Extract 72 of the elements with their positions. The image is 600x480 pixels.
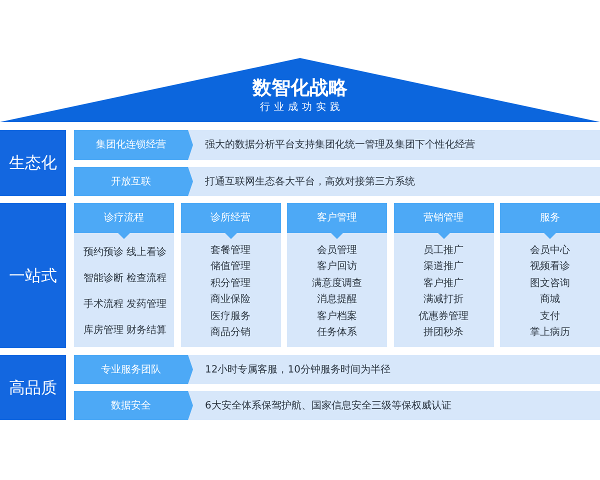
feature-item: 库房管理	[84, 324, 124, 336]
feature-item: 财务结算	[126, 324, 166, 336]
feature-item: 储值管理	[210, 260, 250, 274]
description-band	[74, 391, 600, 420]
feature-item: 智能诊断	[84, 272, 124, 284]
feature-tag	[74, 355, 193, 384]
feature-tag	[74, 167, 193, 196]
feature-tag	[74, 391, 193, 420]
feature-label: 集团化连锁经营	[96, 138, 166, 152]
feature-item: 员工推广	[424, 244, 464, 258]
feature-item: 发药管理	[126, 298, 166, 310]
feature-item: 优惠券管理	[418, 310, 468, 324]
column-header	[180, 203, 280, 239]
pillar-block	[0, 355, 66, 420]
feature-item: 预约预诊	[84, 246, 124, 258]
feature-item: 医疗服务	[210, 310, 250, 324]
feature-item: 满减打折	[424, 292, 464, 308]
column-header	[500, 203, 600, 239]
description-text: 12小时专属客服，10分钟服务时间为半径	[205, 363, 390, 376]
module-card	[500, 203, 600, 347]
module-card	[394, 203, 494, 347]
feature-item: 商城	[540, 292, 560, 308]
pillar-label: 高品质	[9, 378, 57, 398]
column-heading: 客户管理	[317, 212, 357, 224]
feature-item: 套餐管理	[210, 244, 250, 258]
pillar-label: 一站式	[9, 266, 57, 286]
column-header	[394, 203, 494, 239]
pillar-block	[0, 203, 66, 348]
column-heading: 诊疗流程	[104, 212, 144, 224]
column-heading: 服务	[540, 212, 560, 224]
pillar-block	[0, 130, 66, 196]
feature-item: 客户档案	[317, 310, 357, 324]
feature-item: 任务体系	[317, 326, 357, 340]
title-text: 数智化战略	[252, 77, 348, 99]
description-band	[74, 355, 600, 384]
roof-banner	[0, 58, 600, 122]
feature-item: 手术流程	[84, 298, 124, 310]
subtitle-text: 行业成功实践	[259, 102, 344, 114]
feature-tag	[74, 130, 193, 160]
column-heading: 营销管理	[424, 212, 464, 224]
feature-label: 专业服务团队	[101, 363, 161, 376]
feature-item: 支付	[540, 310, 560, 324]
feature-item: 消息提醒	[317, 292, 357, 308]
module-card	[180, 203, 280, 347]
feature-item: 客户回访	[317, 260, 357, 274]
module-card	[287, 203, 387, 347]
feature-item: 商业保险	[210, 292, 250, 308]
column-header	[287, 203, 387, 239]
description-text: 强大的数据分析平台支持集团化统一管理及集团下个性化经营	[205, 138, 475, 152]
column-heading: 诊所经营	[210, 212, 250, 224]
description-band	[74, 130, 600, 160]
module-card	[74, 203, 174, 347]
feature-item: 图文咨询	[530, 276, 570, 291]
description-text: 打通互联网生态各大平台，高效对接第三方系统	[205, 175, 415, 188]
feature-item: 客户推广	[424, 276, 464, 291]
pillar-label: 生态化	[9, 153, 57, 173]
feature-item: 掌上病历	[530, 326, 570, 340]
feature-label: 数据安全	[111, 399, 151, 412]
feature-item: 商品分销	[210, 326, 250, 340]
feature-item: 满意度调查	[312, 276, 362, 291]
feature-item: 积分管理	[210, 276, 250, 291]
feature-item: 线上看诊	[126, 246, 166, 258]
feature-item: 检查流程	[126, 272, 166, 284]
feature-item: 渠道推广	[424, 260, 464, 274]
description-text: 6大安全体系保驾护航、国家信息安全三级等保权威认证	[205, 399, 452, 412]
feature-item: 拼团秒杀	[424, 326, 464, 340]
description-band	[74, 167, 600, 196]
column-header	[74, 203, 174, 239]
feature-item: 视频看诊	[530, 260, 570, 274]
feature-label: 开放互联	[111, 175, 151, 188]
feature-item: 会员管理	[317, 244, 357, 258]
feature-item: 会员中心	[530, 244, 570, 258]
